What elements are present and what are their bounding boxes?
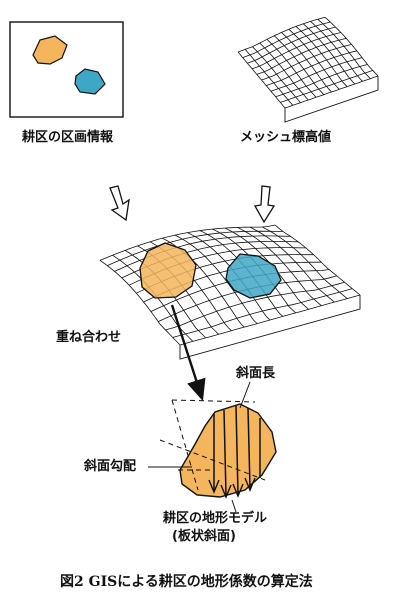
parcel-terrain-model [148, 381, 277, 513]
figure-caption: 図2 GISによる耕区の地形係数の算定法 [60, 574, 313, 590]
parcel-orange-shape [32, 35, 68, 65]
label-parcel-model: 耕区の地形モデル [163, 511, 268, 526]
down-arrow-right [253, 185, 276, 224]
parcel-info-box [9, 21, 124, 118]
label-parcel-info: 耕区の区画情報 [22, 130, 114, 145]
model-parcel-shape [179, 403, 277, 498]
overlay-orange-parcel [139, 242, 197, 299]
label-mesh-elevation: メッシュ標高値 [240, 130, 332, 145]
down-arrow-left [109, 185, 130, 222]
mesh-elevation-grid [237, 16, 379, 123]
label-slope-length: 斜面長 [236, 366, 276, 381]
label-slope-gradient: 斜面勾配 [84, 459, 137, 474]
label-parcel-model-sub: (板状斜面) [172, 529, 236, 544]
overlay-blue-parcel [225, 253, 282, 299]
pointer-arrow [170, 304, 206, 402]
parcel-blue-shape [74, 68, 106, 95]
overlay-mesh-grid [99, 224, 361, 360]
label-overlay: 重ね合わせ [56, 330, 122, 345]
